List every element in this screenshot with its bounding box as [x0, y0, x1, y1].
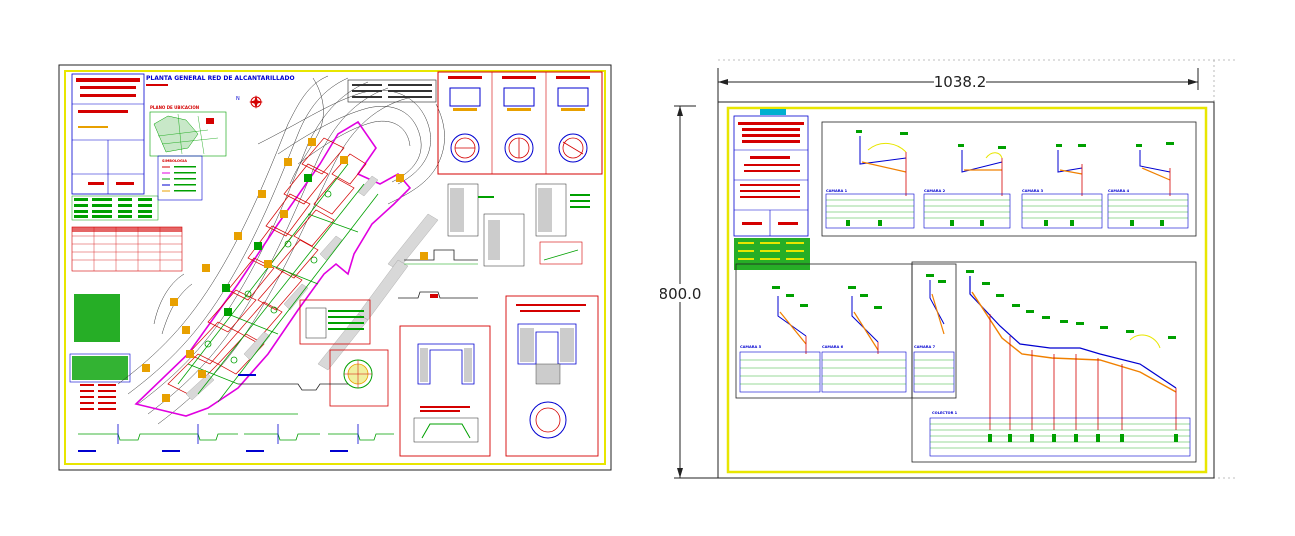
profile-colector-1: [911, 261, 1197, 463]
left-sheet-outer-frame: [58, 64, 612, 471]
profile-camara-4: [1107, 142, 1189, 229]
left-drawing-canvas: PLANO DE UBICACION N PLANTA GENERAL RED …: [58, 64, 612, 471]
profile-label-1: CAMARA 1: [826, 189, 848, 193]
profile-camara-1: [825, 130, 915, 229]
left-drawing-sheet: PLANO DE UBICACION N PLANTA GENERAL RED …: [58, 64, 612, 471]
circular-cover-detail: [329, 349, 389, 407]
profile-label-6: CAMARA 6: [822, 345, 844, 349]
right-drawing-canvas: 1038.2 800.0: [659, 59, 1238, 479]
left-quantity-table: [71, 195, 159, 221]
urban-blocks: [167, 137, 367, 395]
top-profiles-panel: [821, 121, 1197, 237]
profile-label-4: CAMARA 4: [1108, 189, 1130, 193]
legend-panel: SIMBOLOGIA: [157, 155, 203, 201]
manhole-details-panel: [437, 71, 603, 175]
north-arrow-icon: N: [236, 95, 263, 109]
height-dimension-label: 800.0: [660, 285, 701, 303]
profile-label-8: COLECTOR 1: [932, 411, 958, 415]
right-drawing-sheet: 1038.2 800.0: [659, 54, 1240, 488]
right-title-block: [733, 109, 809, 237]
trench-detail: [299, 299, 371, 345]
width-dimension-label: 1038.2: [934, 73, 987, 91]
cross-sections: [78, 383, 394, 444]
profile-label-7: CAMARA 7: [914, 345, 936, 349]
project-boundary: [134, 120, 412, 417]
profile-camara-7: [911, 263, 957, 399]
svg-text:N: N: [236, 96, 240, 102]
profile-label-3: CAMARA 3: [1022, 189, 1044, 193]
legend-title: SIMBOLOGIA: [162, 159, 187, 163]
buzon-section-detail: [505, 295, 599, 457]
location-map-label: PLANO DE UBICACION: [150, 105, 199, 110]
manhole-labels: [142, 138, 404, 402]
width-dimension: 1038.2: [717, 68, 1199, 104]
height-dimension: 800.0: [659, 105, 718, 479]
left-red-data-table: [71, 226, 183, 272]
left-green-summary-table: [69, 294, 131, 410]
right-sheet-inner-frame: [726, 106, 1208, 474]
location-map: PLANO DE UBICACION: [149, 105, 227, 157]
cross-section-labels: [78, 374, 348, 452]
right-sheet-outer-frame: [717, 101, 1215, 479]
profile-label-5: CAMARA 5: [740, 345, 762, 349]
right-green-table: [734, 238, 810, 270]
street-blocks-grey: [185, 175, 439, 401]
lower-left-profiles-panel: [735, 263, 913, 399]
profile-camara-2: [923, 144, 1011, 229]
topographic-contours: [117, 75, 445, 425]
left-top-table: [347, 79, 437, 103]
left-sheet-inner-frame: [64, 70, 606, 465]
profile-camara-3: [1021, 144, 1103, 229]
profile-label-2: CAMARA 2: [924, 189, 946, 193]
section-details: [398, 183, 590, 299]
buzon-detail: [399, 325, 491, 457]
left-main-title: PLANTA GENERAL RED DE ALCANTARILLADO: [146, 75, 295, 82]
sewer-network: [177, 163, 379, 403]
